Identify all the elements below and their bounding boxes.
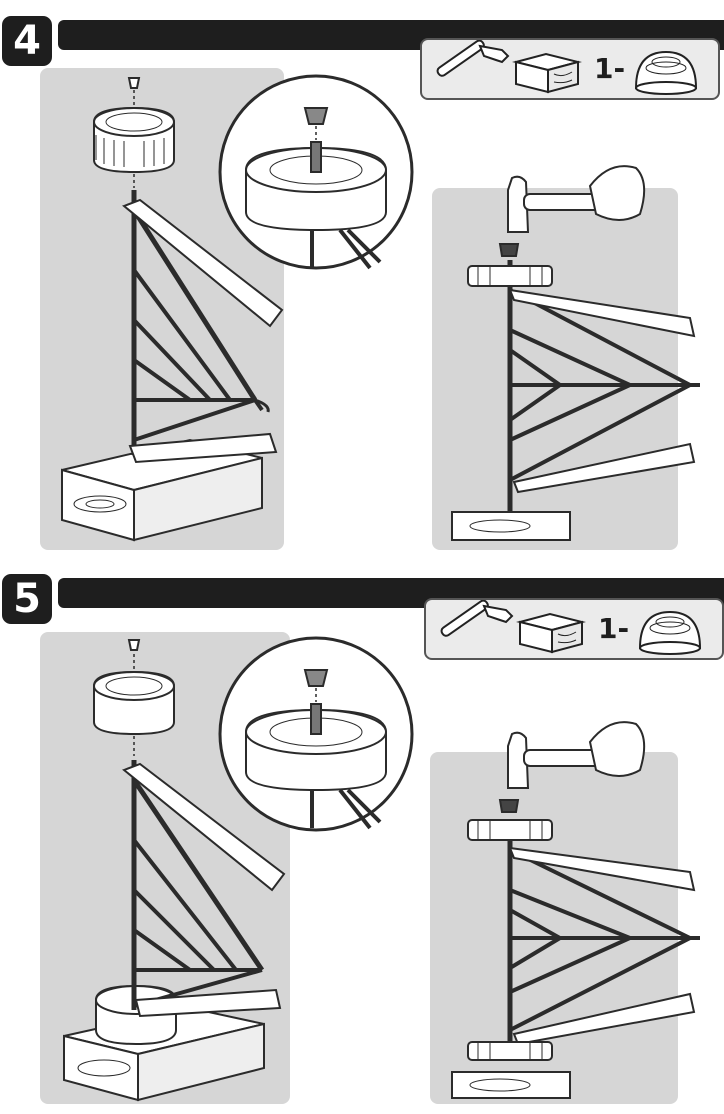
step-4-illustration [0,0,724,560]
wheel [94,672,174,734]
step-5-illustration [0,560,724,1114]
wheel [468,820,552,840]
wheel [468,266,552,286]
hammer-with-hand [508,166,644,232]
detail-callout [220,76,412,268]
wheel [468,1042,552,1060]
wood-block [452,1072,570,1098]
hammer-with-hand [508,722,644,788]
wood-block [452,512,570,540]
detail-callout [220,638,412,830]
wheel [94,108,174,172]
